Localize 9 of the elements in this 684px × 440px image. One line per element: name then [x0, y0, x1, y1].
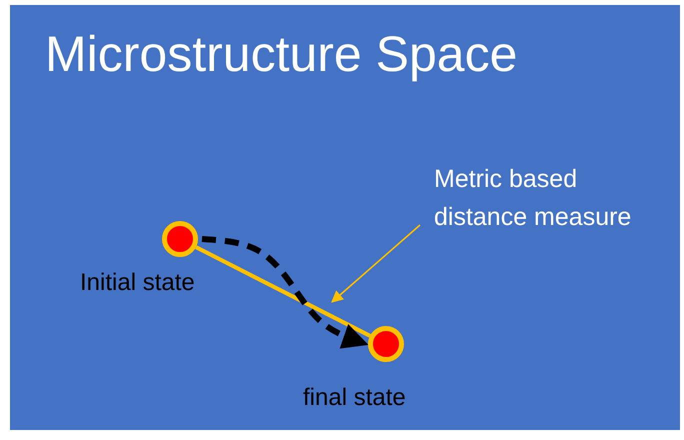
title: Microstructure Space: [45, 25, 518, 83]
state-point: [368, 326, 404, 362]
state-label: final state: [303, 384, 406, 412]
state-point: [162, 221, 198, 257]
state-label: Initial state: [80, 269, 195, 297]
leader-line: [331, 224, 420, 303]
dashed-arrow: [202, 236, 368, 349]
annotation-text: Metric based distance measure: [434, 160, 634, 274]
connector-line: [195, 245, 371, 338]
